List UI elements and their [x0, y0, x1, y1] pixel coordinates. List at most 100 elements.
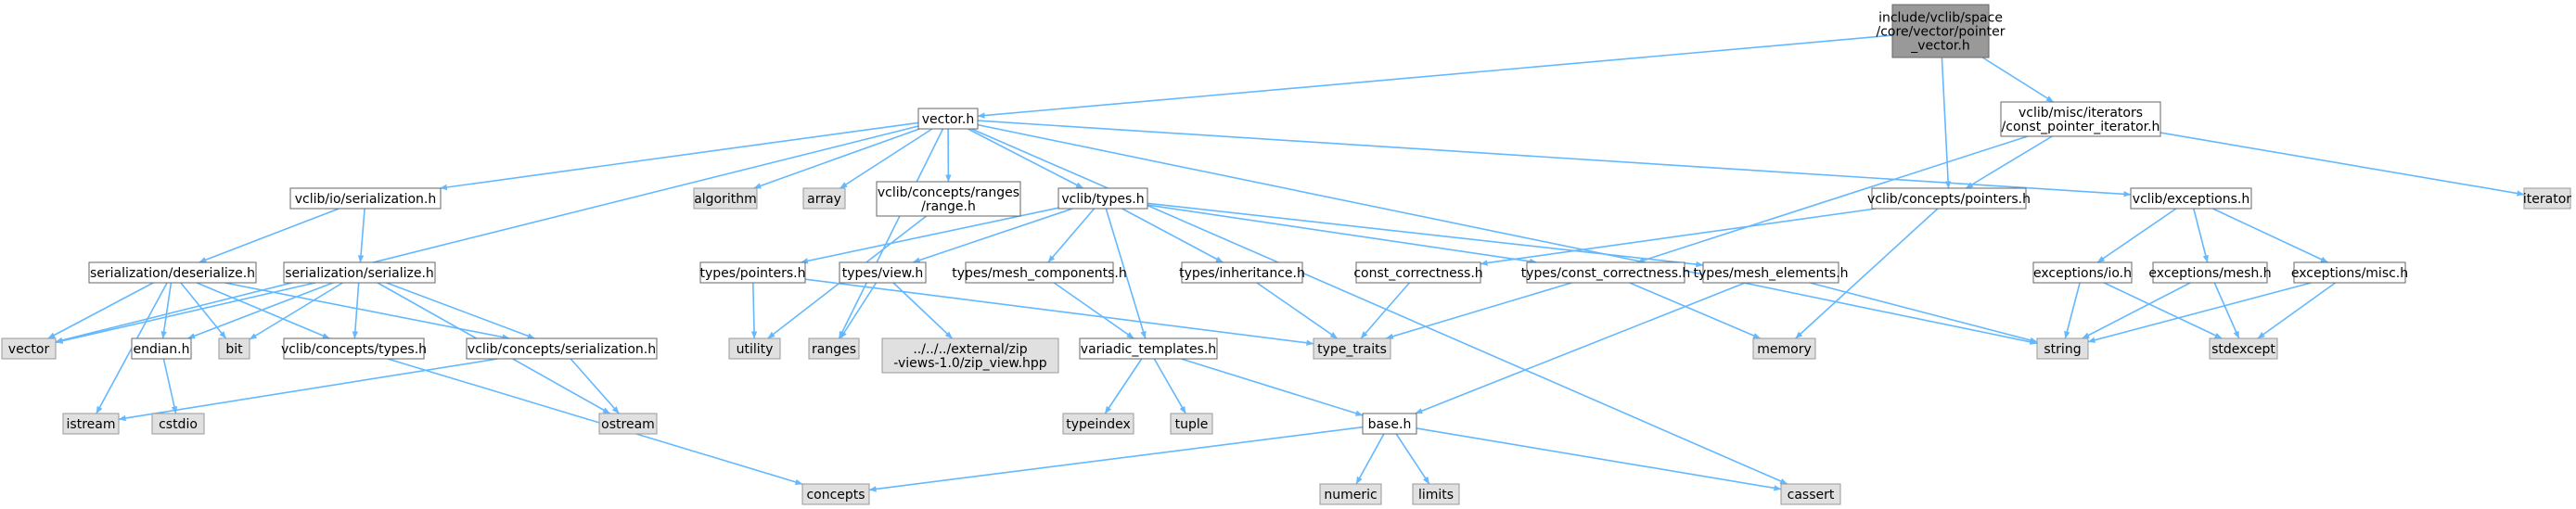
edge-const_ptr_iter-to-concepts_pointers — [1965, 135, 2053, 189]
node-box — [917, 108, 979, 130]
node-concepts-pointers[interactable]: vclib/concepts/pointers.h — [1867, 187, 2031, 210]
edge-exceptions_mesh-to-string — [2082, 282, 2191, 339]
edge-vclib_types-to-types_const_correctness — [1147, 204, 1537, 265]
node-box — [839, 261, 927, 284]
node-vclib-exceptions[interactable]: vclib/exceptions.h — [2130, 187, 2252, 210]
node-box — [1362, 413, 1417, 435]
node-label: /range.h — [921, 199, 976, 214]
node-variadic-templates[interactable]: variadic_templates.h — [1079, 337, 1218, 360]
node-box — [2523, 187, 2571, 210]
node-root[interactable]: include/vclib/space/core/vector/pointer_… — [1877, 4, 2006, 58]
edge-ser_serialize-to-endian_h — [187, 282, 334, 339]
edge-exceptions_misc-to-stdexcept — [2257, 282, 2337, 339]
node-label: vclib/concepts/serialization.h — [468, 342, 656, 357]
node-box — [218, 337, 250, 360]
edge-io_serialization-to-ser_serialize — [357, 208, 365, 263]
node-vector: vector — [1, 337, 57, 360]
edge-exceptions_io-to-stdexcept — [2103, 282, 2223, 339]
node-box — [1057, 187, 1148, 210]
node-box — [2152, 261, 2268, 284]
node-concepts-types[interactable]: vclib/concepts/types.h — [281, 337, 427, 360]
node-exceptions-mesh[interactable]: exceptions/mesh.h — [2148, 261, 2272, 284]
node-memory: memory — [1752, 337, 1816, 360]
edge-vclib_types-to-types_mesh_components — [1047, 208, 1096, 263]
node-endian-h[interactable]: endian.h — [131, 337, 192, 360]
edge-vclib_types-to-types_pointers — [801, 207, 1059, 264]
node-label: types/mesh_components.h — [952, 266, 1127, 281]
node-label: serialization/serialize.h — [285, 266, 434, 281]
edge-types_pointers-to-utility — [750, 282, 758, 339]
node-stdexcept: stdexcept — [2209, 337, 2278, 360]
node-concepts: concepts — [801, 483, 870, 505]
edge-exceptions_mesh-to-stdexcept — [2213, 282, 2240, 339]
node-box — [283, 261, 436, 284]
edge-const_correctness-to-type_traits — [1360, 282, 1411, 339]
node-label: vclib/concepts/pointers.h — [1867, 192, 2031, 207]
edge-vclib_exceptions-to-exceptions_misc — [2212, 208, 2328, 263]
node-types-mesh-components[interactable]: types/mesh_components.h — [952, 261, 1127, 284]
node-label: vector — [8, 342, 50, 357]
node-label: vclib/io/serialization.h — [295, 192, 437, 207]
node-const-correctness[interactable]: const_correctness.h — [1353, 261, 1483, 284]
node-label: types/const_correctness.h — [1521, 266, 1691, 281]
node-label: vector.h — [922, 112, 974, 127]
edge-types_const_correctness-to-memory — [1629, 282, 1762, 339]
edge-types_inheritance-to-type_traits — [1256, 282, 1339, 339]
node-box — [802, 187, 846, 210]
node-numeric: numeric — [1319, 483, 1382, 505]
node-label: endian.h — [133, 342, 189, 357]
edge-layer — [47, 34, 2525, 492]
edge-vclib_types-to-variadic_templates — [1105, 208, 1147, 339]
edge-vector_h-to-string — [977, 123, 2038, 345]
node-label: array — [807, 192, 841, 207]
node-io-serialization[interactable]: vclib/io/serialization.h — [289, 187, 442, 210]
node-bit: bit — [218, 337, 250, 360]
node-zip-view: ../../../external/zip-views-1.0/zip_view… — [881, 337, 1059, 374]
edge-exceptions_misc-to-string — [2087, 282, 2312, 343]
node-utility: utility — [728, 337, 781, 360]
edge-ser_deserialize-to-endian_h — [160, 282, 173, 339]
node-istream: istream — [62, 413, 120, 435]
edge-base_h-to-numeric — [1355, 433, 1385, 485]
node-types-inheritance[interactable]: types/inheritance.h — [1179, 261, 1305, 284]
node-label: tuple — [1175, 417, 1209, 432]
node-box — [1412, 483, 1460, 505]
node-label: serialization/deserialize.h — [90, 266, 255, 281]
node-label: iterator — [2523, 192, 2571, 207]
edge-types_mesh_components-to-variadic_templates — [1053, 282, 1134, 339]
node-concepts-serialization[interactable]: vclib/concepts/serialization.h — [466, 337, 658, 360]
node-label: variadic_templates.h — [1081, 342, 1216, 357]
node-label: string — [2044, 342, 2081, 357]
node-types-view[interactable]: types/view.h — [839, 261, 927, 284]
node-label: vclib/concepts/ranges — [878, 185, 1019, 200]
edge-vector_h-to-array — [839, 128, 933, 189]
node-types-mesh-elements[interactable]: types/mesh_elements.h — [1693, 261, 1849, 284]
node-label: utility — [737, 342, 774, 357]
edge-concepts_pointers-to-const_correctness — [1480, 208, 1877, 266]
node-box — [62, 413, 120, 435]
node-layer: include/vclib/space/core/vector/pointer_… — [1, 4, 2571, 505]
node-concepts-ranges-range[interactable]: vclib/concepts/ranges/range.h — [876, 181, 1021, 217]
node-label: stdexcept — [2211, 342, 2275, 357]
node-types-const-correctness[interactable]: types/const_correctness.h — [1521, 261, 1691, 284]
node-label: memory — [1757, 342, 1812, 357]
node-box — [598, 413, 658, 435]
node-vclib-types[interactable]: vclib/types.h — [1057, 187, 1148, 210]
node-base-h[interactable]: base.h — [1362, 413, 1417, 435]
node-label: type_traits — [1317, 342, 1387, 357]
edge-endian_h-to-cstdio — [162, 358, 178, 414]
node-algorithm: algorithm — [693, 187, 758, 210]
node-cassert: cassert — [1780, 483, 1841, 505]
node-types-pointers[interactable]: types/pointers.h — [699, 261, 806, 284]
node-exceptions-io[interactable]: exceptions/io.h — [2032, 261, 2133, 284]
node-box — [1181, 261, 1303, 284]
node-ser-serialize[interactable]: serialization/serialize.h — [283, 261, 436, 284]
edge-vector_h-to-vclib_exceptions — [977, 120, 2132, 197]
node-label: vclib/concepts/types.h — [281, 342, 427, 357]
node-vector-h[interactable]: vector.h — [917, 108, 979, 130]
node-exceptions-misc[interactable]: exceptions/misc.h — [2291, 261, 2408, 284]
node-ser-deserialize[interactable]: serialization/deserialize.h — [88, 261, 257, 284]
edge-vector_h-to-vector — [55, 125, 919, 343]
edge-const_ptr_iter-to-types_const_correctness — [1636, 135, 2029, 263]
node-const-ptr-iter[interactable]: vclib/misc/iterators/const_pointer_itera… — [2000, 101, 2161, 137]
